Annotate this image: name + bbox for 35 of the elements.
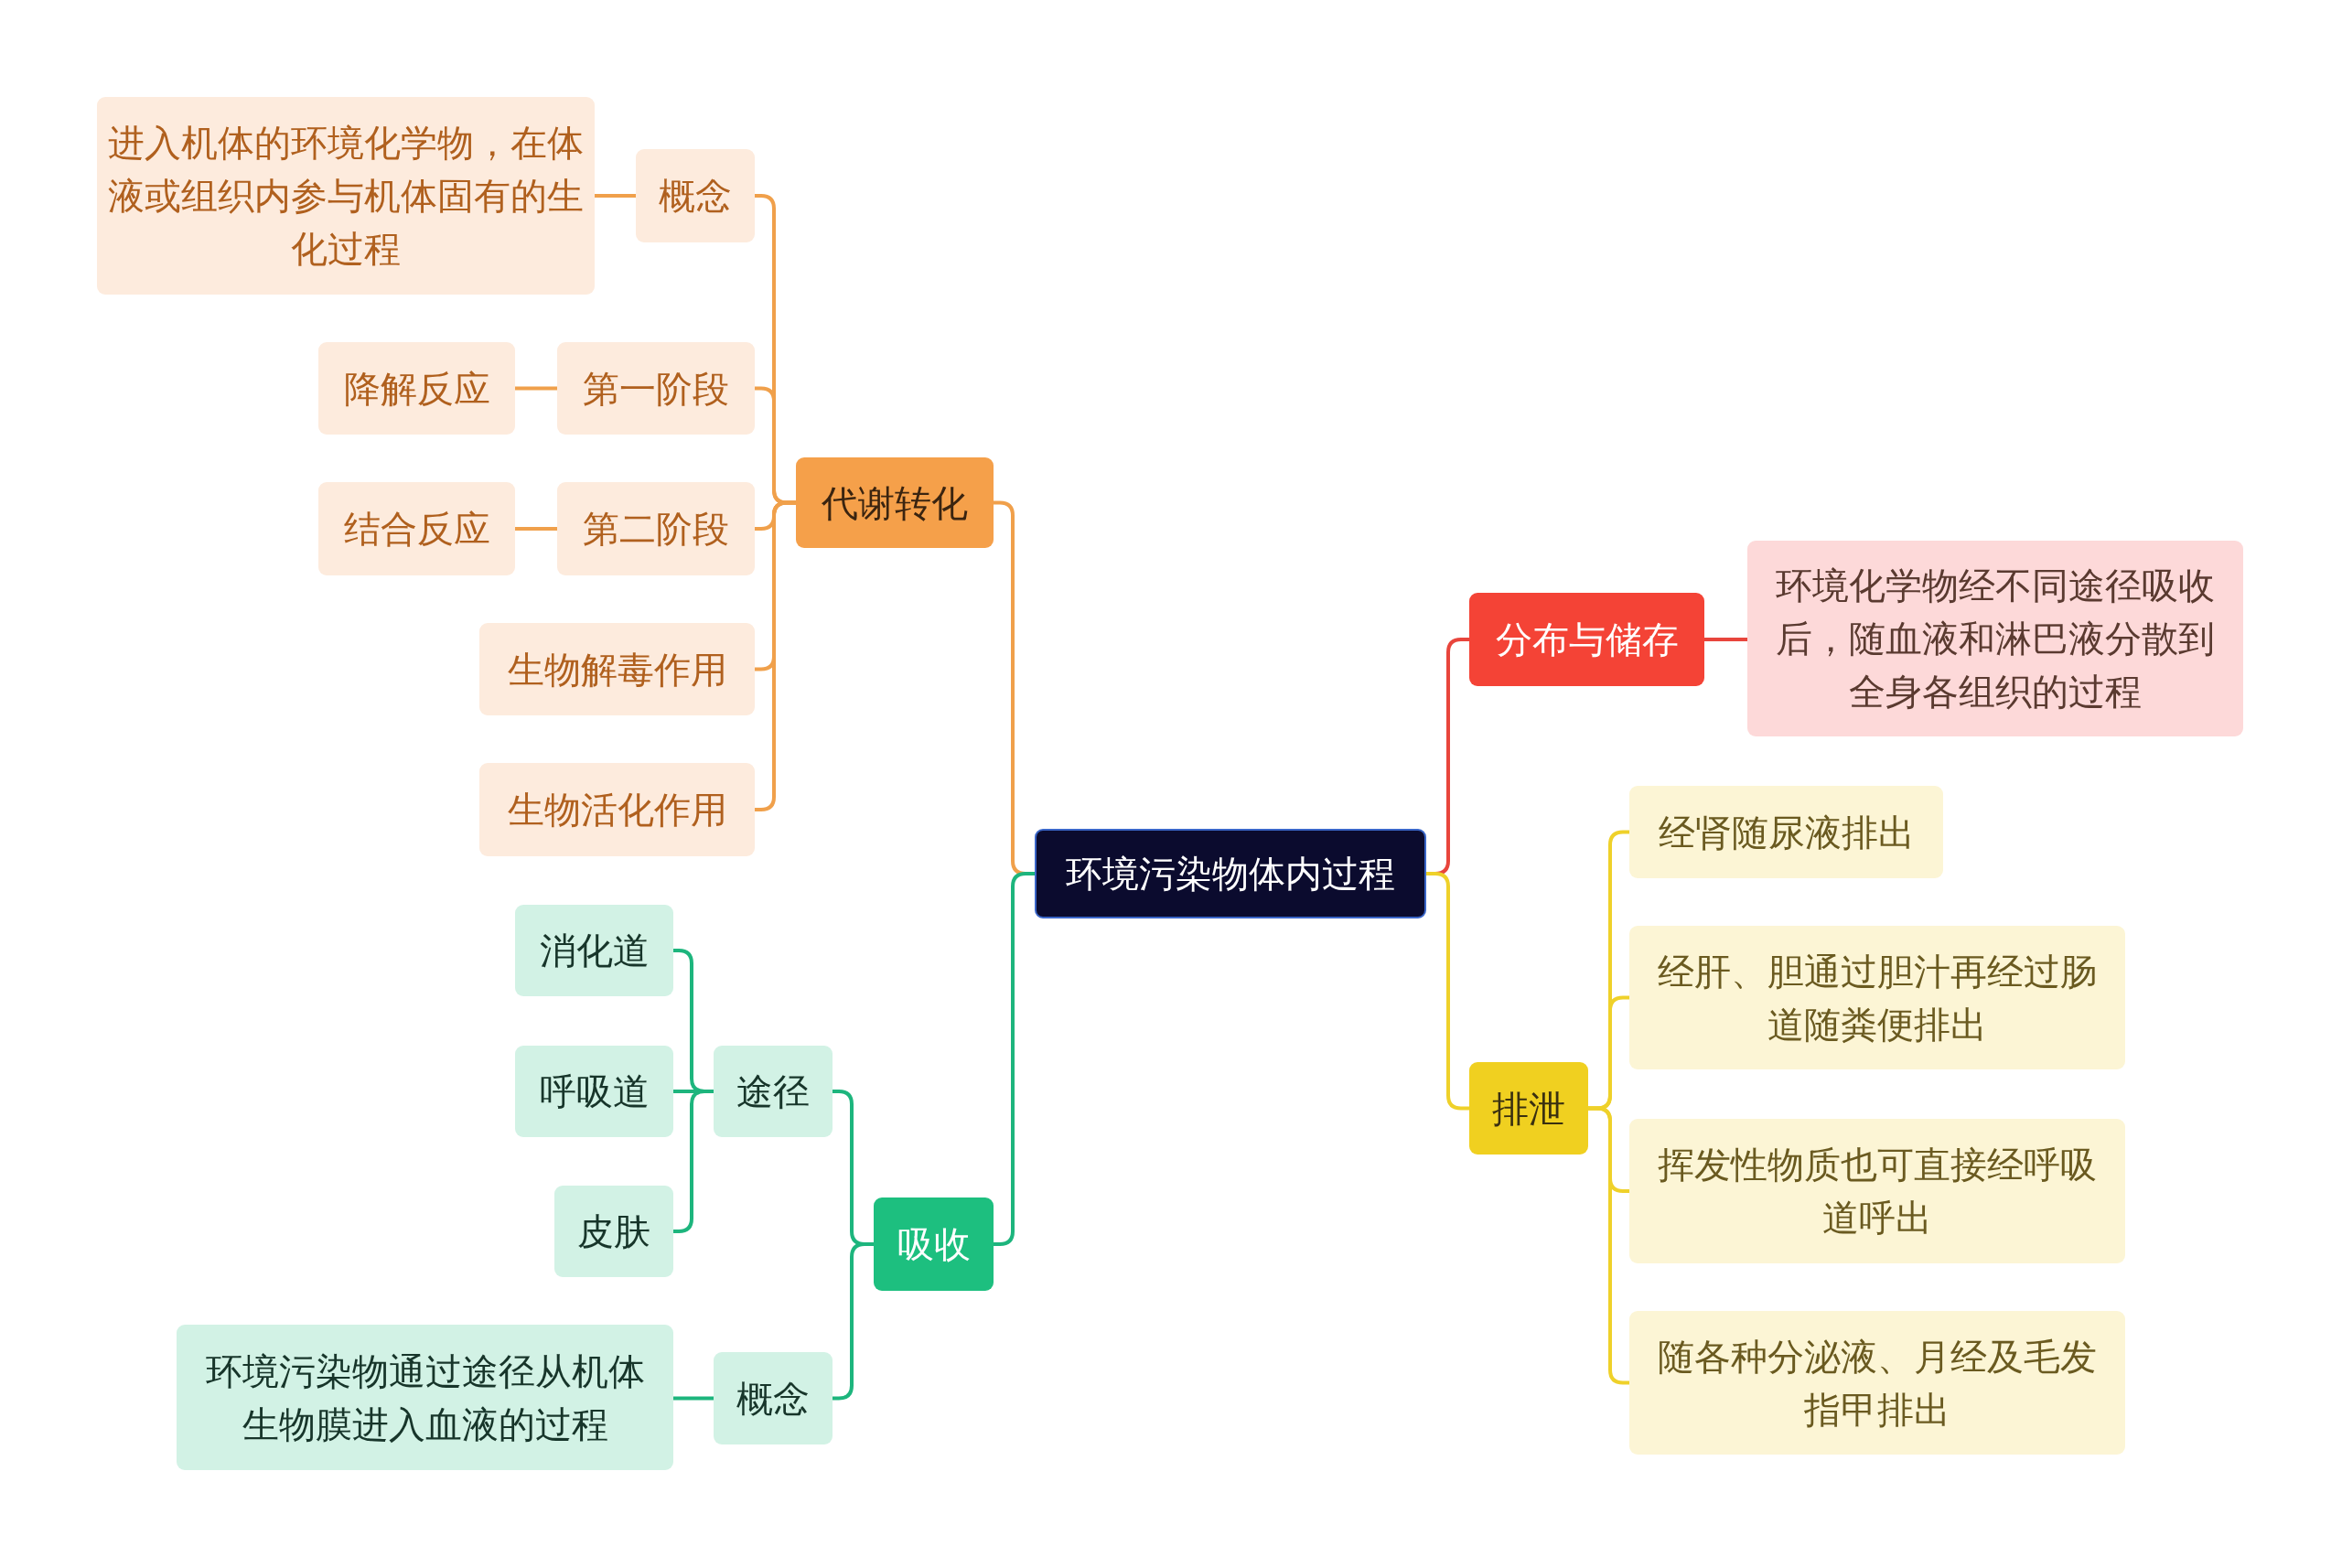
topic-box: 概念 xyxy=(714,1352,833,1444)
topic-box: 环境化学物经不同途径吸收后，随血液和淋巴液分散到全身各组织的过程 xyxy=(1747,541,2243,736)
topic-box: 消化道 xyxy=(515,905,673,996)
topic-box: 环境污染物通过途径从机体生物膜进入血液的过程 xyxy=(177,1325,673,1470)
branch-box: 分布与储存 xyxy=(1469,593,1704,686)
branch-box: 代谢转化 xyxy=(796,457,994,548)
connector-line xyxy=(755,500,796,811)
connector-line xyxy=(515,386,557,391)
connector-line xyxy=(673,1396,714,1401)
connector-line xyxy=(1426,872,1469,1111)
topic-box: 经肾随尿液排出 xyxy=(1629,786,1943,878)
connector-line xyxy=(1588,1106,1629,1385)
topic-box: 随各种分泌液、月经及毛发指甲排出 xyxy=(1629,1311,2125,1455)
topic-box: 皮肤 xyxy=(554,1186,673,1277)
branch-box: 排泄 xyxy=(1469,1062,1588,1155)
topic-box: 生物解毒作用 xyxy=(479,623,755,715)
topic-box: 挥发性物质也可直接经呼吸道呼出 xyxy=(1629,1119,2125,1263)
topic-box: 经肝、胆通过胆汁再经过肠道随粪便排出 xyxy=(1629,926,2125,1069)
topic-box: 呼吸道 xyxy=(515,1046,673,1137)
connector-line xyxy=(994,872,1035,1246)
connector-line xyxy=(833,1242,874,1401)
topic-box: 结合反应 xyxy=(318,482,515,575)
topic-box: 进入机体的环境化学物，在体液或组织内参与机体固有的生化过程 xyxy=(97,97,595,295)
topic-box: 第二阶段 xyxy=(557,482,755,575)
topic-box: 生物活化作用 xyxy=(479,763,755,856)
branch-box: 吸收 xyxy=(874,1197,994,1291)
connector-line xyxy=(515,527,557,531)
connector-line xyxy=(673,1090,714,1233)
central-topic-box: 环境污染物体内过程 xyxy=(1035,829,1426,918)
topic-box: 第一阶段 xyxy=(557,342,755,435)
topic-box: 概念 xyxy=(636,149,755,242)
connector-line xyxy=(595,194,636,198)
topic-box: 降解反应 xyxy=(318,342,515,435)
topic-box: 途径 xyxy=(714,1046,833,1137)
connector-line xyxy=(1704,638,1747,641)
